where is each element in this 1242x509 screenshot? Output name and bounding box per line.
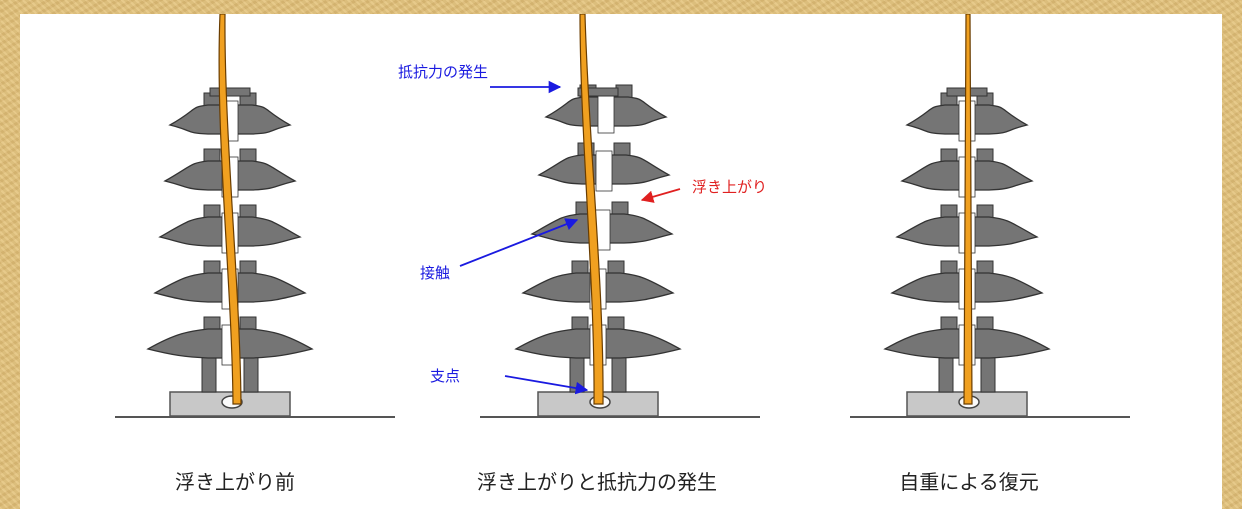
annotation-fulcrum: 支点 xyxy=(430,367,460,385)
tier xyxy=(537,142,671,192)
arrow-uplift xyxy=(640,188,681,203)
left-leg xyxy=(938,355,954,393)
central-pillar xyxy=(963,14,973,405)
pagoda-diagram: 抵抗力の発生 浮き上がり 接触 支点 xyxy=(115,14,1130,418)
arrow-fulcrum xyxy=(504,375,589,395)
center-gap xyxy=(595,150,613,192)
annotation-resistance: 抵抗力の発生 xyxy=(398,63,488,81)
top-cap xyxy=(209,87,251,97)
tier xyxy=(530,201,674,251)
central-pillar xyxy=(218,14,242,405)
caption-before-uplift: 浮き上がり前 xyxy=(175,470,295,494)
pagoda-uplift-resistance xyxy=(514,14,682,417)
tier xyxy=(168,92,292,142)
right-leg xyxy=(243,355,259,393)
annotation-contact: 接触 xyxy=(420,264,450,282)
top-cap xyxy=(577,87,619,97)
pagoda-restored xyxy=(883,14,1051,417)
caption-uplift-and-resistance: 浮き上がりと抵抗力の発生 xyxy=(477,470,717,494)
pagoda-before-uplift xyxy=(146,14,314,417)
left-leg xyxy=(201,355,217,393)
center-gap xyxy=(597,92,615,134)
arrow-contact xyxy=(459,218,579,267)
tier xyxy=(521,260,675,310)
diagram-panel: 抵抗力の発生 浮き上がり 接触 支点 浮き上がり前 浮き上がりと抵抗力の発生 自… xyxy=(20,14,1222,509)
right-leg xyxy=(980,355,996,393)
caption-restoration-by-self-weight: 自重による復元 xyxy=(899,470,1039,494)
right-leg xyxy=(611,355,627,393)
annotation-uplift: 浮き上がり xyxy=(692,178,767,196)
central-pillar xyxy=(579,14,604,405)
